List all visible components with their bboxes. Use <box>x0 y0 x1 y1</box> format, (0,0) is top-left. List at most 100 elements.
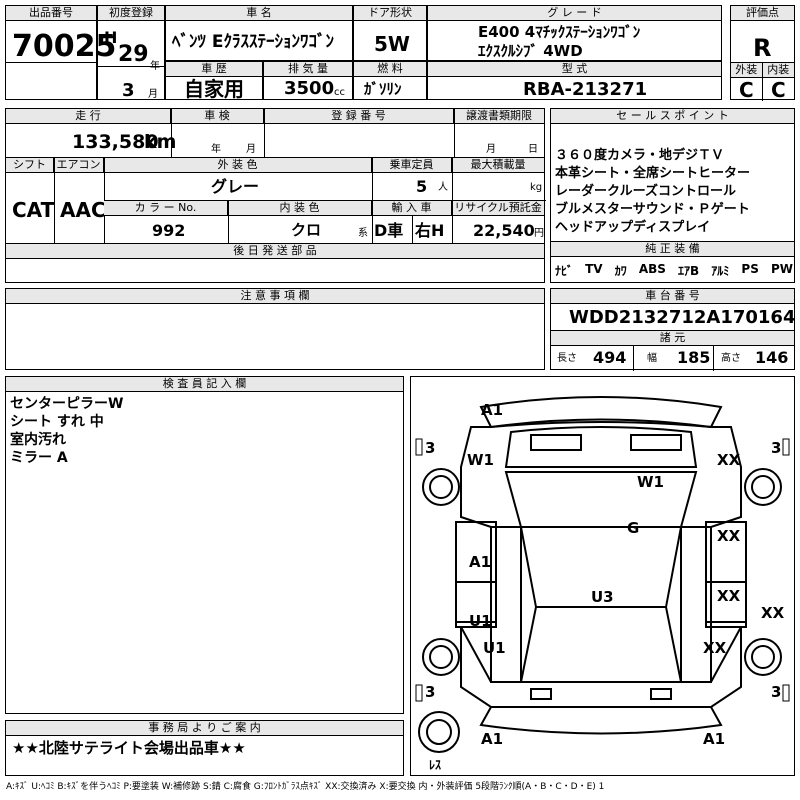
equipment-label: 純 正 装 備 <box>551 242 794 257</box>
shift-value: CAT <box>12 198 55 222</box>
displacement-cell: 排 気 量 3500 cc <box>263 61 353 100</box>
car-name: ﾍﾞﾝﾂ Eｸﾗｽｽﾃｰｼｮﾝﾜｺﾞﾝ <box>172 32 335 52</box>
inspection-year-unit: 年 <box>211 144 221 155</box>
mark-fender-fl: W1 <box>467 451 494 469</box>
lot-number: 70025 <box>12 29 117 64</box>
mark-rocker-r: XX <box>761 604 785 622</box>
notes-label: 注 意 事 項 欄 <box>6 289 544 304</box>
door-cell: ドア形状 5W <box>353 5 427 61</box>
grade-label: グ レ ー ド <box>428 6 721 21</box>
damage-code-legend: A:ｷｽﾞ U:ﾍｺﾐ B:ｷｽﾞを伴うﾍｺﾐ P:要塗装 W:補修跡 S:錆 … <box>6 782 605 792</box>
office-notice-message: ★★北陸サテライト会場出品車★★ <box>12 739 246 757</box>
color-no-label: カ ラ ー No. <box>104 201 228 216</box>
office-notice-cell: 事 務 局 よ り ご 案 内 ★★北陸サテライト会場出品車★★ <box>5 720 404 776</box>
grade-cell: グ レ ー ド E400 4ﾏﾁｯｸｽﾃｰｼｮﾝﾜｺﾞﾝ ｴｸｽｸﾙｼﾌﾞ 4W… <box>427 5 722 61</box>
capacity-label: 乗車定員 <box>372 158 452 173</box>
history-cell: 車 歴 自家用 <box>165 61 263 100</box>
equipment-item: ABS <box>638 262 666 276</box>
sales-point-line: ３６０度カメラ・地デジＴＶ <box>555 148 725 163</box>
color-no-value: 992 <box>152 221 186 240</box>
mileage-label: 走 行 <box>6 109 171 124</box>
mark-door-fr: XX <box>717 527 741 545</box>
mark-hood: W1 <box>637 473 664 491</box>
displacement-unit: cc <box>334 87 345 98</box>
sales-point-line: ヘッドアップディスプレイ <box>555 220 711 235</box>
height-label: 高さ <box>721 353 741 364</box>
damage-diagram: A1 3 3 W1 XX W1 G A1 XX U3 U1 XX XX U1 X… <box>410 376 795 776</box>
lot-number-label: 出品番号 <box>6 6 96 21</box>
equipment-item: TV <box>585 262 603 276</box>
mark-door-fl: A1 <box>469 553 492 571</box>
mark-tire-fl: 3 <box>425 439 436 457</box>
score-cell: 評価点 R 外装 内装 C C <box>730 5 795 102</box>
interior-color-label: 内 装 色 <box>228 201 372 216</box>
ac-value: AAC <box>60 198 106 222</box>
grade-line-2: ｴｸｽｸﾙｼﾌﾞ 4WD <box>478 42 583 60</box>
mark-tire-fr: 3 <box>771 439 782 457</box>
equipment-item: PS <box>741 262 759 276</box>
equipment-item: ｱﾙﾐ <box>711 264 730 278</box>
color-label: 外 装 色 <box>104 158 372 173</box>
mark-front-bumper: A1 <box>481 401 504 419</box>
mark-door-rr: XX <box>717 587 741 605</box>
import-value-2: 右H <box>415 221 445 240</box>
fuel-label: 燃 料 <box>354 62 426 77</box>
displacement-label: 排 気 量 <box>264 62 352 77</box>
equipment-item: ｶﾜ <box>614 264 627 278</box>
mark-fender-rl: U1 <box>483 639 506 657</box>
model-value: RBA-213271 <box>523 79 648 100</box>
plate-label: 登 録 番 号 <box>264 109 454 124</box>
inspection-month-unit: 月 <box>246 144 256 155</box>
details-block: 走 行 車 検 登 録 番 号 譲渡書類期限 133,580 km 年 月 月 … <box>5 108 546 283</box>
exterior-grade: C <box>739 78 754 102</box>
chassis-cell: 車 台 番 号 WDD2132712A170164 諸 元 長さ 494 幅 1… <box>550 288 796 371</box>
interior-color-unit: 系 <box>358 228 368 239</box>
door-label: ドア形状 <box>354 6 426 21</box>
year-unit: 年 <box>150 61 160 72</box>
mark-tire-rl: 3 <box>425 683 436 701</box>
capacity-unit: 人 <box>438 182 448 193</box>
color-value: グレー <box>211 177 260 196</box>
door-value: 5W <box>374 32 410 56</box>
sales-point-line: 本革シート・全席シートヒーター <box>555 166 751 181</box>
spec-label: 諸 元 <box>551 331 794 346</box>
era-letter: H <box>104 28 118 47</box>
car-name-cell: 車 名 ﾍﾞﾝﾂ Eｸﾗｽｽﾃｰｼｮﾝﾜｺﾞﾝ <box>165 5 353 61</box>
history-value: 自家用 <box>184 77 244 101</box>
recycle-value: 22,540 <box>473 221 535 240</box>
office-notice-label: 事 務 局 よ り ご 案 内 <box>6 721 403 736</box>
height-value: 146 <box>755 348 789 367</box>
ac-label: エアコン <box>54 158 104 173</box>
inspector-note: センターピラーW <box>10 396 124 412</box>
inspector-label: 検 査 員 記 入 欄 <box>6 377 403 392</box>
interior-grade: C <box>771 78 786 102</box>
mark-windshield: G <box>627 519 640 537</box>
shift-label: シフト <box>6 158 54 173</box>
width-label: 幅 <box>647 353 657 364</box>
month-unit: 月 <box>148 89 158 100</box>
mark-tire-rr: 3 <box>771 683 782 701</box>
mark-rear-left: A1 <box>481 730 504 748</box>
mark-spare-tire: ﾚｽ <box>429 758 442 772</box>
equipment-item: ｴｱB <box>678 264 700 278</box>
load-label: 最大積載量 <box>452 158 544 173</box>
displacement-value: 3500 <box>284 78 335 99</box>
score-value: R <box>753 34 772 62</box>
fuel-cell: 燃 料 ｶﾞｿﾘﾝ <box>353 61 427 100</box>
equipment-item: ﾅﾋﾞ <box>555 264 574 278</box>
mark-fender-fr: XX <box>717 451 741 469</box>
load-unit: kg <box>530 182 543 193</box>
transfer-day-unit: 日 <box>528 144 538 155</box>
chassis-label: 車 台 番 号 <box>551 289 794 304</box>
chassis-number: WDD2132712A170164 <box>569 307 796 328</box>
registration-year: 29 <box>118 42 149 67</box>
model-label: 型 式 <box>428 62 721 77</box>
equipment-item: PW <box>770 262 793 276</box>
capacity-value: 5 <box>416 177 428 196</box>
inspector-cell: 検 査 員 記 入 欄 センターピラーW シート すれ 中 室内汚れ ミラー A <box>5 376 404 714</box>
grade-line-1: E400 4ﾏﾁｯｸｽﾃｰｼｮﾝﾜｺﾞﾝ <box>478 23 641 41</box>
recycle-unit: 円 <box>534 228 544 239</box>
inspection-label: 車 検 <box>171 109 264 124</box>
sales-point-line: ブルメスターサウンド・Ｐゲート <box>555 202 750 217</box>
mark-door-rl: U1 <box>469 612 492 630</box>
